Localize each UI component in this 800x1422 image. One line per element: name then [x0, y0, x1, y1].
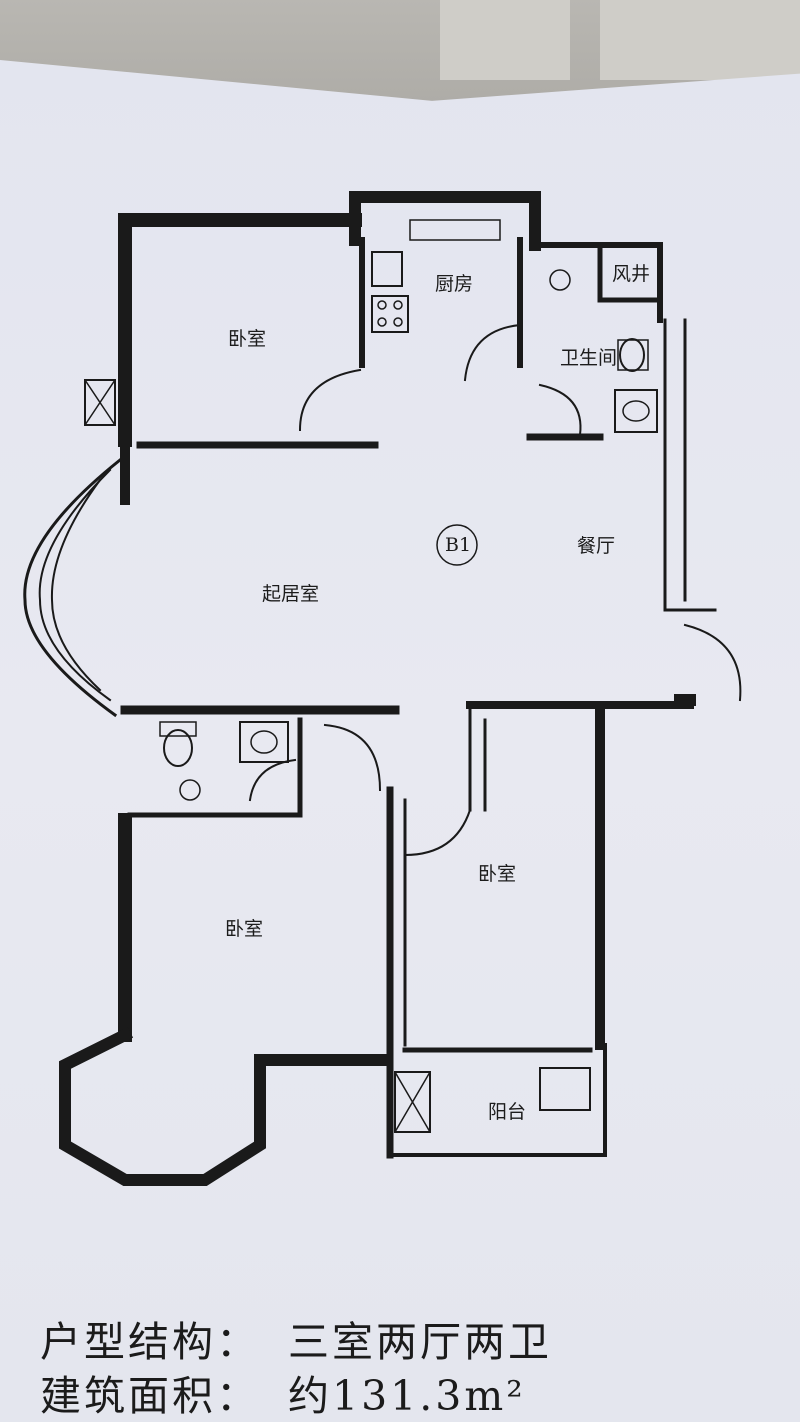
room-living: 起居室	[262, 583, 319, 605]
room-bedroom-sw: 卧室	[225, 918, 263, 940]
basin-ne	[614, 389, 658, 433]
vent-shaft-box	[394, 1071, 431, 1133]
layout-label: 户型结构：	[40, 1318, 260, 1366]
shower-ne	[549, 269, 571, 291]
ac-box	[84, 379, 116, 426]
stove	[371, 295, 409, 333]
area-value: 约131.3m²	[288, 1372, 526, 1420]
door-swing-bath	[538, 383, 582, 437]
door-swing-sw	[323, 723, 382, 792]
room-balcony: 阳台	[488, 1101, 526, 1123]
sink-kitchen	[371, 251, 403, 287]
wall-nw-bedroom	[118, 213, 362, 447]
room-bedroom-nw: 卧室	[228, 328, 266, 350]
marker-circle	[436, 524, 478, 566]
toilet-sw	[163, 729, 193, 767]
room-vent-shaft: 风井	[612, 263, 650, 285]
area-caption: 建筑面积： 约131.3m²	[40, 1362, 780, 1422]
layout-value: 三室两厅两卫	[288, 1318, 552, 1366]
wall-balcony	[388, 1043, 607, 1157]
area-label: 建筑面积：	[40, 1372, 260, 1420]
room-dining: 餐厅	[577, 535, 615, 557]
layout-caption: 户型结构： 三室两厅两卫	[40, 1308, 780, 1368]
marker-label: B1	[445, 534, 471, 556]
counter-kitchen	[409, 219, 501, 241]
door-swing-entry	[683, 623, 742, 702]
wall-vent	[597, 242, 663, 303]
wall-bath-ne	[537, 242, 663, 323]
door-swing-bath-sw	[248, 758, 297, 802]
wall-corridor	[468, 708, 487, 812]
wall-kitchen-top	[349, 191, 541, 251]
toilet-ne	[619, 338, 645, 372]
room-bathroom-ne: 卫生间	[560, 347, 617, 369]
room-kitchen: 厨房	[435, 273, 473, 295]
shower-sw	[179, 779, 201, 801]
wall-bay-window	[59, 1026, 391, 1186]
washer	[539, 1067, 591, 1111]
bay-window-living	[23, 457, 123, 718]
wall-east-main	[663, 318, 717, 612]
door-swing-kitchen	[298, 368, 362, 432]
room-bedroom-se: 卧室	[478, 863, 516, 885]
door-swing-se	[403, 808, 472, 857]
basin-sw	[239, 721, 289, 763]
